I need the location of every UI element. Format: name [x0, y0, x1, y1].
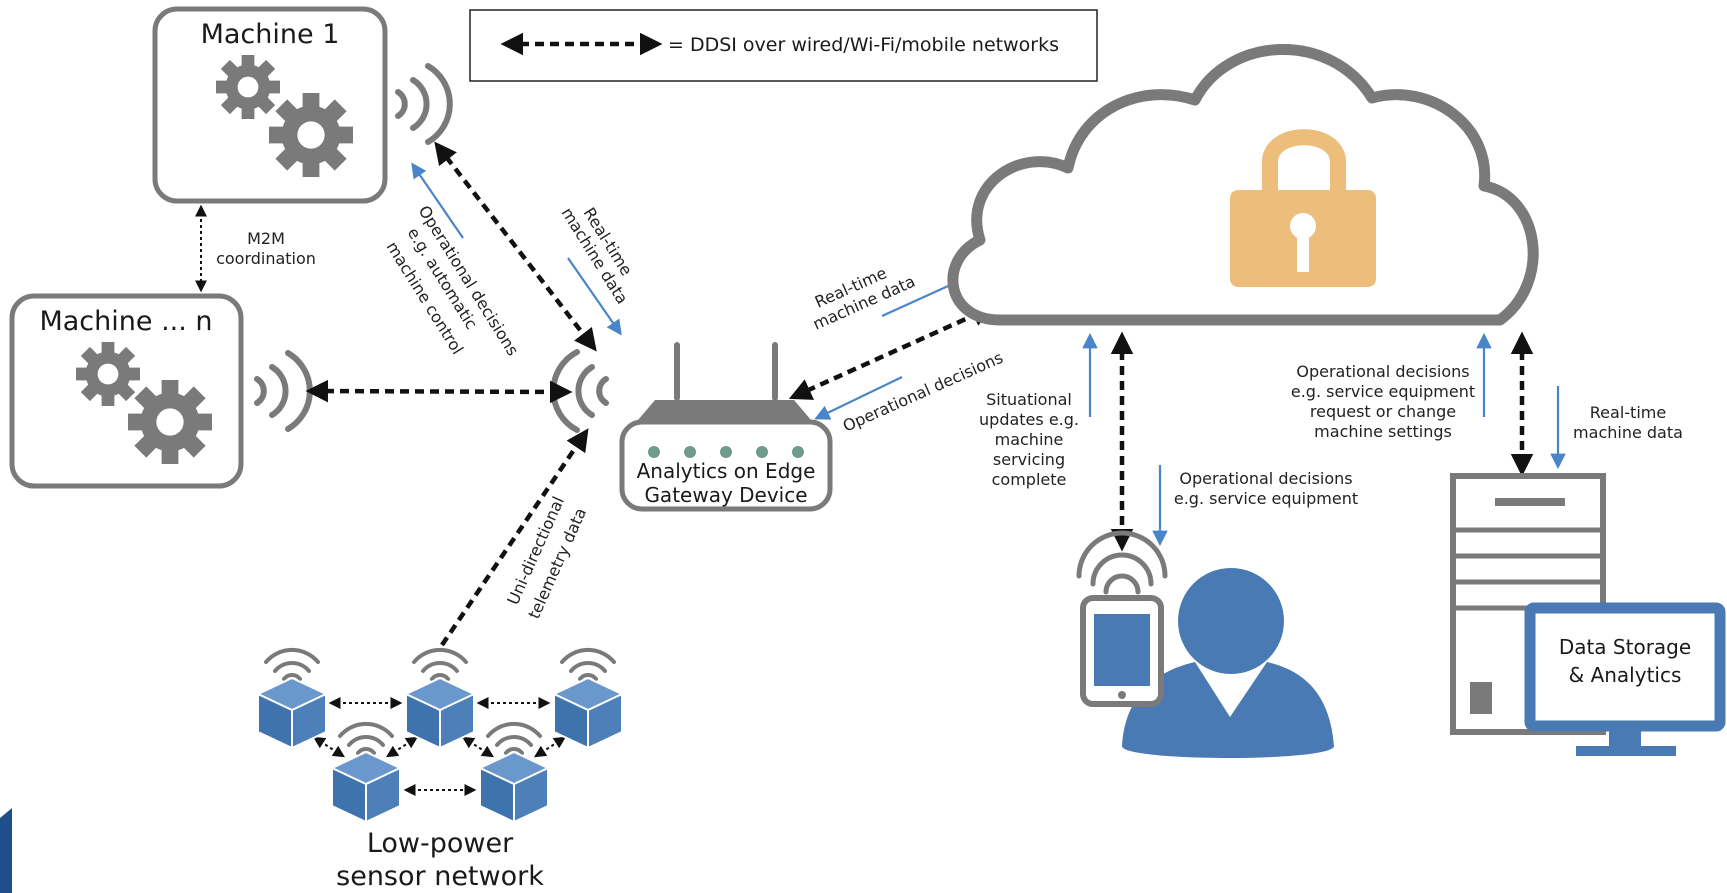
storage-label: Data Storage — [1559, 635, 1691, 659]
wifi-signal-icon — [412, 647, 468, 681]
ddsi-arrow-machinen-gateway — [305, 379, 573, 404]
machine-1-title: Machine 1 — [201, 19, 340, 50]
op-decisions-storage-label-4: machine settings — [1314, 422, 1452, 441]
realtime-storage-label-2: machine data — [1573, 423, 1683, 442]
sensor-cube-icon — [553, 677, 623, 749]
monitor-icon: Data Storage & Analytics — [1524, 602, 1726, 756]
blue-arrow-realtime-left — [567, 257, 622, 336]
gateway-label-2: Gateway Device — [644, 483, 807, 507]
sensor-network-label-2: sensor network — [336, 861, 544, 892]
op-decisions-storage-label: Operational decisions — [1296, 362, 1469, 381]
machine-1: Machine 1 — [152, 6, 388, 204]
wifi-signal-icon — [560, 647, 616, 681]
status-led — [684, 446, 696, 458]
machine-n-title: Machine ... n — [39, 306, 212, 337]
ddsi-arrow-sensors-gateway — [440, 428, 589, 647]
gear-icon — [269, 93, 353, 177]
op-decisions-user-label-2: e.g. service equipment — [1174, 489, 1358, 508]
ddsi-arrow-machine1-gateway — [434, 141, 597, 352]
situational-label-4: servicing — [993, 450, 1065, 469]
gear-icon — [128, 380, 212, 464]
storage-label-2: & Analytics — [1569, 663, 1682, 687]
sensor-cube-icon — [405, 677, 475, 749]
legend-text: = DDSI over wired/Wi-Fi/mobile networks — [668, 34, 1059, 56]
op-decisions-user-label: Operational decisions — [1179, 469, 1352, 488]
gateway-device: Analytics on Edge Gateway Device — [619, 342, 833, 512]
sensor-link — [385, 736, 419, 758]
status-led — [648, 446, 660, 458]
op-decisions-storage-label-3: request or change — [1310, 402, 1456, 421]
op-decisions-storage-label-2: e.g. service equipment — [1291, 382, 1475, 401]
gear-icon — [76, 342, 140, 406]
person-head-icon — [1178, 568, 1284, 674]
wifi-signal-icon — [338, 721, 394, 755]
status-led — [756, 446, 768, 458]
legend: = DDSI over wired/Wi-Fi/mobile networks — [469, 9, 1098, 82]
blue-arrow-op-decisions-machine — [411, 162, 464, 239]
situational-label-2: updates e.g. — [979, 410, 1079, 429]
sensor-network: Low-power sensor network — [257, 647, 623, 892]
status-led — [720, 446, 732, 458]
cloud — [947, 44, 1539, 326]
m2m-label-2: coordination — [216, 249, 316, 268]
sensor-link — [461, 736, 495, 758]
user-with-tablet — [1076, 530, 1334, 758]
realtime-storage-label: Real-time — [1590, 403, 1666, 422]
situational-label-5: complete — [992, 470, 1067, 489]
wifi-signal-icon — [264, 647, 320, 681]
gateway-label: Analytics on Edge — [637, 459, 816, 483]
person-body-icon — [1122, 662, 1334, 758]
sensor-link — [533, 736, 567, 758]
situational-label-3: machine — [995, 430, 1064, 449]
sensor-cube-icon — [479, 751, 549, 823]
wifi-signal-icon — [1076, 530, 1168, 595]
status-led — [792, 446, 804, 458]
m2m-label: M2M — [247, 229, 285, 248]
edge-accent-shape — [0, 808, 12, 893]
sensor-cube-icon — [257, 677, 327, 749]
blue-arrow-op-decisions-gateway — [814, 376, 903, 420]
wifi-signal-icon — [550, 349, 609, 433]
sensor-network-label: Low-power — [367, 828, 514, 859]
wifi-signal-icon — [395, 63, 453, 145]
op-decisions-machine-label: Operational decisions — [415, 202, 523, 359]
wifi-signal-icon — [254, 350, 313, 432]
sensor-link — [312, 736, 346, 758]
wifi-signal-icon — [486, 721, 542, 755]
sensor-cube-icon — [331, 751, 401, 823]
lock-icon — [1230, 129, 1376, 287]
situational-label: Situational — [986, 390, 1072, 409]
ddsi-arrow-gateway-cloud — [788, 305, 995, 400]
machine-n: Machine ... n — [9, 293, 244, 489]
gear-icon — [216, 55, 280, 119]
